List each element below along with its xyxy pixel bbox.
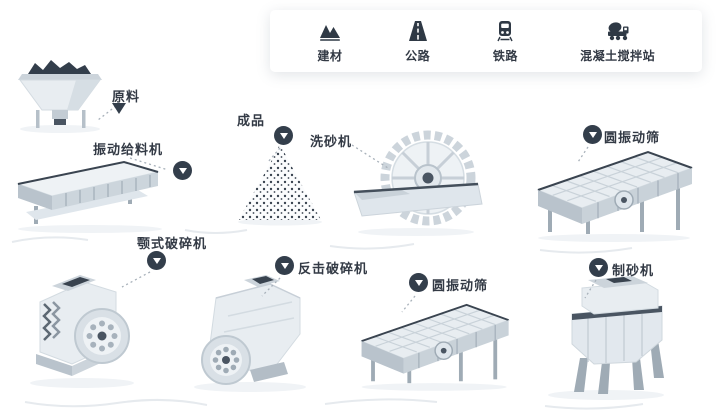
circular-screen-bottom-label: 圆振动筛 (432, 279, 489, 294)
railway-icon (497, 21, 513, 42)
building-materials-icon (319, 25, 340, 41)
legend-label: 混凝土搅拌站 (580, 49, 656, 63)
raw-material-label: 原料 (112, 90, 141, 105)
sand-making-machine-label: 制砂机 (612, 264, 655, 279)
impact-crusher-label: 反击破碎机 (298, 262, 369, 277)
sand-washer-label: 洗砂机 (310, 135, 353, 150)
sand-washer-illustration (352, 128, 484, 238)
circular-screen-top-label: 圆振动筛 (604, 131, 661, 146)
legend-bar: 建材 公路 铁路 (270, 10, 702, 72)
raw-material-marker-icon (112, 103, 126, 114)
highway-icon (408, 21, 427, 41)
vibrating-feeder-label: 振动给料机 (93, 143, 164, 158)
legend-item-building-materials: 建材 (317, 18, 343, 64)
jaw-crusher-illustration (22, 262, 147, 390)
circular-vibrating-screen-bottom-illustration (352, 293, 522, 395)
sand-making-machine-marker-icon (589, 258, 608, 277)
legend-item-highway: 公路 (405, 18, 431, 64)
finished-product-pile-illustration (234, 138, 326, 228)
legend-label: 公路 (405, 49, 431, 63)
legend-label: 铁路 (492, 49, 518, 63)
raw-material-hopper-illustration (14, 52, 114, 134)
jaw-crusher-marker-icon (147, 251, 166, 270)
vibrating-feeder-marker-icon (173, 161, 192, 180)
impact-crusher-illustration (188, 272, 316, 394)
sand-washer-marker-icon (274, 126, 293, 145)
finished-product-label: 成品 (237, 114, 266, 129)
circular-screen-top-marker-icon (583, 125, 602, 144)
circular-screen-bottom-marker-icon (409, 273, 428, 292)
jaw-crusher-label: 颚式破碎机 (137, 237, 208, 252)
concrete-mixing-plant-icon (607, 22, 629, 41)
vibrating-feeder-illustration (8, 152, 173, 234)
legend-item-concrete-plant: 混凝土搅拌站 (580, 18, 655, 64)
circular-vibrating-screen-top-illustration (528, 142, 706, 244)
legend-item-railway: 铁路 (492, 18, 518, 64)
legend-label: 建材 (317, 49, 343, 63)
impact-crusher-marker-icon (275, 256, 294, 275)
sand-making-machine-illustration (540, 272, 678, 402)
